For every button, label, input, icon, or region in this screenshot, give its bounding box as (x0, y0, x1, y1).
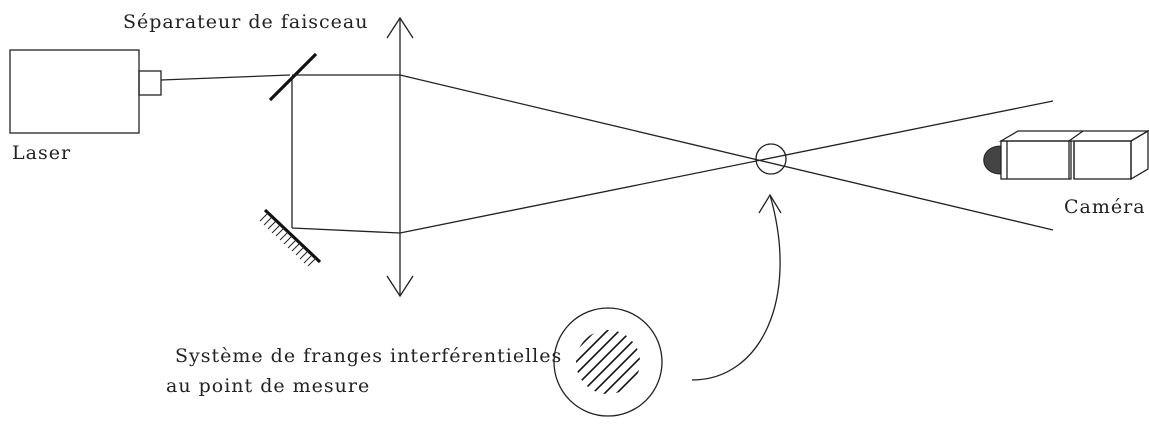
laser-aperture (138, 70, 162, 96)
interference-fringes (576, 330, 640, 394)
mirror (259, 208, 322, 267)
camera-side (1130, 129, 1149, 181)
fringe-system-label-line1: Système de franges interférentielles (175, 345, 562, 367)
laser-beam (160, 74, 291, 81)
camera-label: Caméra (1064, 196, 1146, 218)
lower-beam-to-lens (291, 227, 401, 234)
fringe-system-label-line2: au point de mesure (166, 375, 370, 397)
lens (386, 16, 414, 298)
camera-lens (983, 145, 1002, 175)
laser-body (9, 49, 140, 134)
measurement-point (755, 143, 787, 175)
camera-front (1000, 140, 1072, 180)
laser-label: Laser (12, 142, 71, 164)
camera-top (998, 130, 1149, 142)
fringe-callout (553, 193, 782, 417)
camera-icon (983, 129, 1149, 181)
beam-splitter (268, 52, 318, 102)
lower-beam-crossing (399, 100, 1054, 234)
callout-arrowhead (758, 193, 782, 214)
lens-bottom-arrowhead (386, 275, 414, 298)
callout-curve (691, 194, 781, 381)
upper-beam-crossing (399, 74, 1054, 231)
mirror-hatching (259, 212, 317, 267)
laser (9, 49, 162, 134)
beam-splitter-label: Séparateur de faisceau (123, 11, 368, 33)
mirror-surface (263, 208, 322, 264)
camera-back (1073, 140, 1132, 180)
fringe-magnifier-circle (553, 307, 663, 417)
lens-top-arrowhead (386, 16, 414, 39)
